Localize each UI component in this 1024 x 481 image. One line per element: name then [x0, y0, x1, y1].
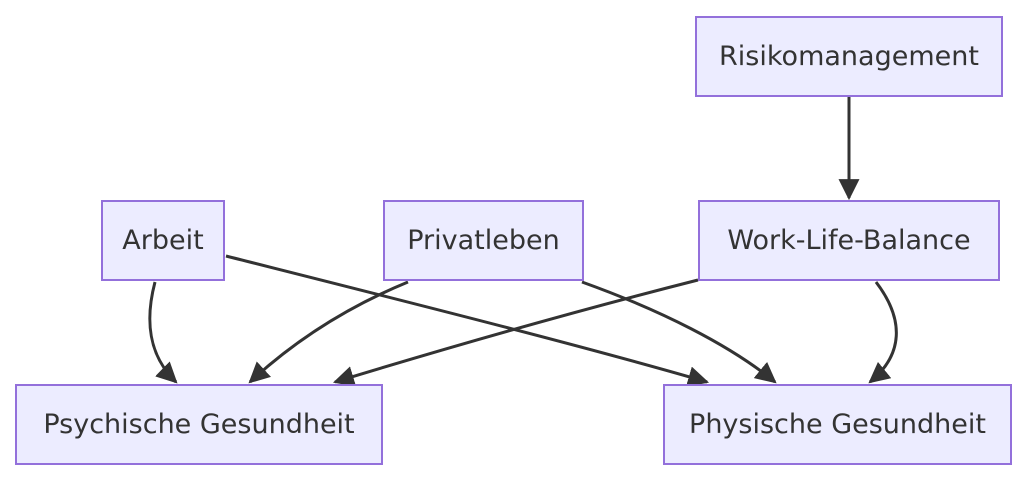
- node-privatleben: Privatleben: [383, 200, 584, 281]
- node-risikomanagement: Risikomanagement: [695, 16, 1003, 97]
- edge-privatleben-to-psychische-gesundheit: [248, 280, 409, 384]
- node-physische-gesundheit: Physische Gesundheit: [663, 384, 1012, 465]
- edge-privatleben-to-physische-gesundheit: [581, 280, 777, 384]
- edge-arbeit-to-psychische-gesundheit: [148, 281, 178, 384]
- node-work-life-balance: Work-Life-Balance: [698, 200, 1000, 281]
- node-label: Arbeit: [122, 225, 204, 256]
- edge-work-life-balance-to-physische-gesundheit: [868, 281, 898, 384]
- node-psychische-gesundheit: Psychische Gesundheit: [15, 384, 383, 465]
- node-label: Work-Life-Balance: [727, 225, 971, 256]
- node-label: Physische Gesundheit: [689, 409, 986, 440]
- node-label: Psychische Gesundheit: [43, 409, 355, 440]
- edge-arbeit-to-physische-gesundheit: [225, 254, 710, 387]
- node-label: Risikomanagement: [719, 41, 979, 72]
- edge-work-life-balance-to-psychische-gesundheit: [332, 278, 699, 387]
- node-label: Privatleben: [407, 225, 560, 256]
- node-arbeit: Arbeit: [101, 200, 225, 281]
